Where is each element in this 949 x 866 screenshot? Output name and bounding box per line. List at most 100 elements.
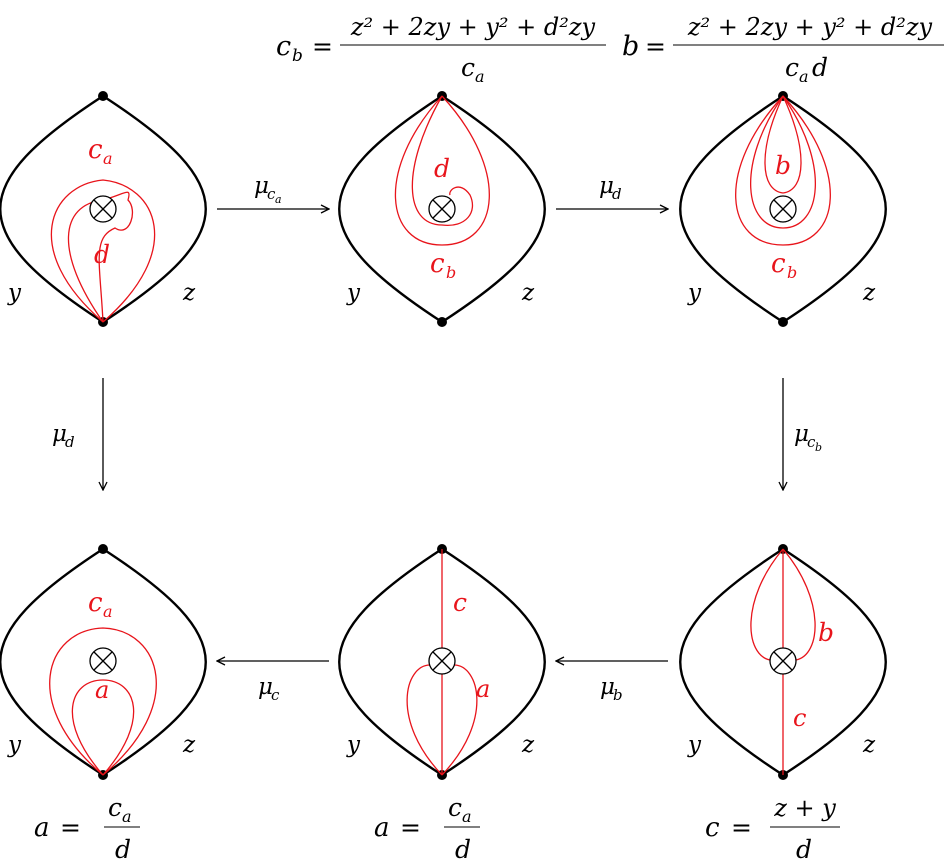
arrow-mu-b-sub: b: [613, 686, 623, 704]
panel-4-label-ca: c: [88, 588, 103, 618]
formula-a-middle-equals: =: [400, 813, 421, 842]
panel-5-arc-a-right: [441, 664, 478, 776]
formula-b-lhs: b: [622, 31, 639, 62]
formula-a-left-equals: =: [60, 813, 81, 842]
formula-b: b = z² + 2zy + y² + d²zy c a d: [622, 13, 944, 86]
panel-6-arc-b-left: [750, 548, 784, 661]
panel-1-label-d: d: [94, 240, 110, 269]
panel-6-label-z: z: [862, 732, 876, 758]
panel-5: c a y z: [338, 544, 546, 780]
formula-c-numerator: z + y: [773, 794, 836, 822]
panel-5-arc-a-left: [406, 664, 443, 776]
arrow-mu-c: μ c: [217, 661, 329, 704]
arrow-mu-d-left-sub: d: [65, 433, 75, 451]
arrow-mu-ca-subsub: a: [275, 193, 282, 206]
arrow-mu-d-top-sub: d: [612, 185, 622, 203]
formula-b-numerator: z² + 2zy + y² + d²zy: [687, 13, 933, 41]
formula-cb-numerator: z² + 2zy + y² + d²zy: [350, 13, 596, 41]
panel-3-arc-b-inner: [764, 95, 802, 194]
panel-4-marked-point-top: [98, 544, 108, 554]
formula-a-left-lhs: a: [34, 813, 50, 843]
panel-5-label-y: y: [346, 732, 361, 758]
panel-1-marked-point-top: [98, 91, 108, 101]
panel-4-arc-ca: [49, 627, 157, 776]
arrow-mu-cb-sub: c: [807, 433, 816, 451]
panel-3-arc-b: [750, 95, 816, 229]
arrow-mu-cb-symbol: μ: [794, 421, 809, 447]
panel-4-puncture: [89, 647, 117, 675]
panel-1-label-ca: c: [88, 135, 103, 165]
panel-1-label-ca-sub: a: [103, 149, 113, 168]
panel-6-arc-b-right: [782, 548, 816, 661]
panel-4-label-z: z: [182, 732, 196, 758]
formula-a-middle-num-main: c: [448, 793, 462, 822]
arrow-mu-c-symbol: μ: [258, 674, 273, 700]
panel-3-label-cb: c: [771, 249, 786, 279]
panel-1-puncture: [89, 195, 117, 223]
arrow-mu-d-top-symbol: μ: [599, 173, 614, 199]
panel-6-puncture: [769, 647, 797, 675]
panel-3-marked-point-bottom: [778, 317, 788, 327]
panel-3-label-cb-sub: b: [787, 263, 797, 282]
panel-5-label-z: z: [521, 732, 535, 758]
formula-c-equals: =: [731, 813, 752, 842]
panel-1-label-y: y: [7, 280, 22, 306]
panel-2-label-y: y: [346, 280, 361, 306]
arrow-mu-d-left-symbol: μ: [52, 421, 67, 447]
panel-5-puncture: [428, 647, 456, 675]
formula-cb-den-main: c: [461, 53, 475, 82]
panel-4-label-y: y: [7, 732, 22, 758]
formula-a-middle-num-sub: a: [462, 807, 472, 826]
formula-b-den-tail: d: [812, 53, 828, 82]
formula-c-denominator: d: [796, 835, 812, 864]
panel-1: c a d y z: [0, 91, 207, 327]
arrow-mu-b: μ b: [556, 661, 668, 704]
panel-6-label-c: c: [793, 704, 806, 732]
arrow-mu-ca: μ c a: [217, 173, 329, 209]
panel-3-label-z: z: [862, 280, 876, 306]
panel-2-marked-point-bottom: [437, 317, 447, 327]
panel-2-label-cb: c: [430, 249, 445, 279]
panel-4: c a a y z: [0, 544, 207, 780]
formula-cb-den-sub: a: [475, 67, 485, 86]
arrow-mu-d-left: μ d: [52, 378, 103, 490]
panel-2-label-d: d: [434, 154, 450, 183]
panel-2-puncture: [428, 195, 456, 223]
formula-cb-lhs: c: [276, 31, 291, 62]
panel-1-arc-ca: [50, 179, 156, 323]
panel-3-label-b: b: [775, 151, 791, 180]
formula-cb-lhs-sub: b: [292, 46, 303, 66]
formula-b-den-main: c: [785, 53, 799, 82]
formula-c-lhs: c: [705, 813, 720, 843]
panel-6: b c y z: [679, 544, 887, 780]
arrow-mu-cb: μ c b: [783, 378, 822, 490]
arrow-mu-b-symbol: μ: [600, 674, 615, 700]
formula-cb: c b = z² + 2zy + y² + d²zy c a: [276, 13, 606, 86]
formula-a-middle-denominator: d: [455, 835, 471, 864]
formula-b-den-sub: a: [799, 67, 809, 86]
panel-2-arc-d: [394, 95, 490, 246]
panel-4-label-ca-sub: a: [103, 602, 113, 621]
panel-2: d c b y z: [338, 91, 546, 327]
formula-a-middle: a = c a d: [374, 793, 480, 864]
panel-4-arc-a: [71, 679, 135, 776]
panel-1-arc-d: [67, 191, 133, 323]
panel-2-label-z: z: [521, 280, 535, 306]
panel-2-arc-cb: [411, 95, 474, 226]
formula-b-equals: =: [645, 32, 666, 61]
arrow-mu-cb-subsub: b: [815, 441, 822, 454]
formula-a-left-denominator: d: [115, 835, 131, 864]
panel-5-label-a: a: [476, 675, 490, 703]
panel-6-label-y: y: [687, 732, 702, 758]
formula-a-left-num-sub: a: [122, 807, 132, 826]
panel-1-label-z: z: [182, 280, 196, 306]
panel-2-label-cb-sub: b: [446, 263, 456, 282]
formula-cb-equals: =: [312, 32, 333, 61]
formula-c: c = z + y d: [705, 794, 840, 864]
arrow-mu-d-top: μ d: [556, 173, 668, 209]
panel-3-puncture: [769, 195, 797, 223]
panel-3-arc-cb: [735, 95, 831, 246]
arrow-mu-c-sub: c: [271, 686, 280, 704]
formula-a-left: a = c a d: [34, 793, 140, 864]
